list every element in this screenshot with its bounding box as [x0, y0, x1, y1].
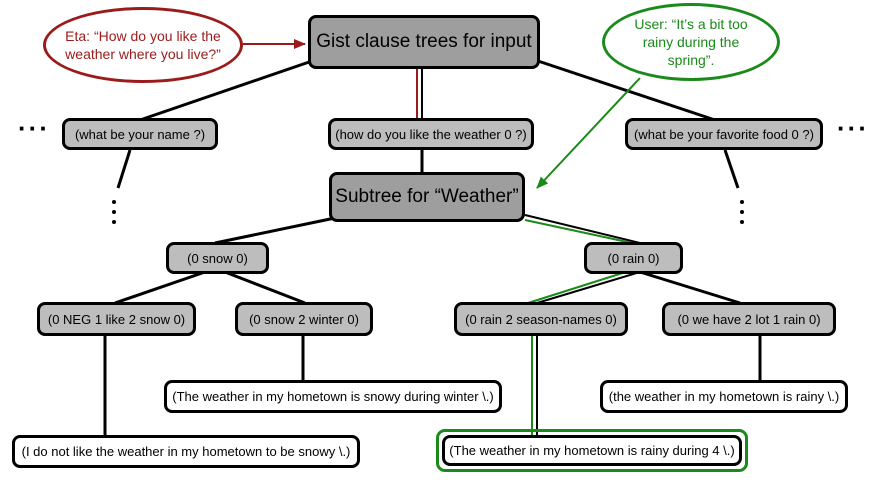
root-label: Gist clause trees for input — [316, 31, 532, 52]
rain-season-label: (0 rain 2 season-names 0) — [465, 311, 617, 327]
edge-rain-season — [536, 271, 641, 304]
neg-like-snow-label: (0 NEG 1 like 2 snow 0) — [47, 311, 186, 327]
rain-pattern-node: (0 rain 0) — [584, 242, 683, 274]
lot-rain-node: (0 we have 2 lot 1 rain 0) — [662, 302, 836, 336]
edge-food-continuation — [723, 149, 740, 189]
snow-winter-node: (0 snow 2 winter 0) — [235, 302, 373, 336]
edge-name-continuation — [116, 149, 132, 189]
not-like-snowy-output-label: (I do not like the weather in my hometow… — [21, 444, 351, 459]
rainy-during-output-label: (The weather in my hometown is rainy dur… — [449, 443, 735, 458]
lot-rain-label: (0 we have 2 lot 1 rain 0) — [677, 311, 821, 327]
left-vertical-ellipsis — [112, 200, 118, 230]
right-ellipsis: ··· — [837, 113, 869, 143]
root-node: Gist clause trees for input — [308, 15, 540, 69]
food-pattern-label: (what be your favorite food 0 ?) — [634, 126, 814, 142]
weather-subtree-node: Subtree for “Weather” — [329, 172, 525, 222]
edge-rain-season-highlight — [527, 269, 633, 304]
weather-pattern-node: (how do you like the weather 0 ?) — [328, 118, 534, 150]
edge-root-name — [139, 58, 316, 122]
user-speech-text: User: “It’s a bit too rainy during the s… — [634, 16, 748, 68]
user-speech-bubble: User: “It’s a bit too rainy during the s… — [602, 3, 780, 81]
edge-rain-lot — [639, 270, 741, 305]
not-like-snowy-output-node: (I do not like the weather in my hometow… — [12, 435, 360, 468]
selected-output-highlight — [436, 429, 748, 472]
snow-pattern-label: (0 snow 0) — [187, 250, 248, 266]
left-ellipsis: ··· — [18, 113, 50, 143]
snowy-winter-output-node: (The weather in my hometown is snowy dur… — [164, 380, 502, 413]
edge-subtree-rain — [524, 214, 641, 244]
snow-winter-label: (0 snow 2 winter 0) — [249, 311, 359, 327]
right-vertical-ellipsis — [740, 200, 746, 230]
snowy-winter-output-label: (The weather in my hometown is snowy dur… — [172, 389, 494, 404]
edge-snow-neg — [114, 270, 206, 305]
neg-like-snow-node: (0 NEG 1 like 2 snow 0) — [37, 302, 196, 336]
edge-root-food — [534, 58, 716, 122]
food-pattern-node: (what be your favorite food 0 ?) — [625, 118, 823, 150]
name-pattern-label: (what be your name ?) — [74, 126, 206, 142]
rain-season-node: (0 rain 2 season-names 0) — [454, 302, 628, 336]
weather-pattern-label: (how do you like the weather 0 ?) — [335, 126, 527, 142]
rain-pattern-label: (0 rain 0) — [607, 250, 660, 266]
rainy-output-node: (the weather in my hometown is rainy \.) — [600, 380, 848, 413]
snow-pattern-node: (0 snow 0) — [166, 242, 269, 274]
rainy-during-output-node: (The weather in my hometown is rainy dur… — [442, 435, 742, 466]
edge-snow-winter — [224, 270, 306, 305]
edge-subtree-rain-highlight — [524, 219, 633, 244]
eta-speech-bubble: Eta: “How do you like the weather where … — [43, 7, 243, 83]
rainy-output-label: (the weather in my hometown is rainy \.) — [608, 389, 840, 404]
weather-subtree-label: Subtree for “Weather” — [335, 186, 519, 207]
edge-subtree-snow — [214, 216, 336, 245]
eta-speech-text: Eta: “How do you like the weather where … — [65, 28, 221, 62]
user-arrow — [536, 77, 641, 189]
name-pattern-node: (what be your name ?) — [62, 118, 218, 150]
